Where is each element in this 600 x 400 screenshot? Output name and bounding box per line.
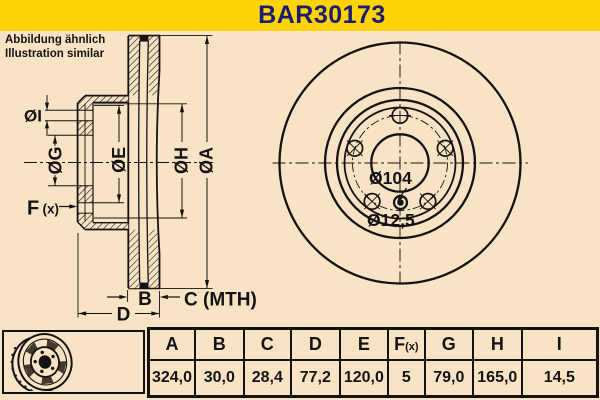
header-h: H	[472, 327, 523, 361]
bolt-circle-dia-label: Ø104	[369, 168, 412, 188]
part-number-title: BAR30173	[258, 1, 386, 29]
cross-section-view: ØI ØG ØE ØH ØA F (x) B C (MTH) D	[24, 34, 257, 326]
spec-table: A B C D E F(x) G H I 324,0 30,0 28,4 77,…	[147, 327, 599, 398]
dim-label-i: ØI	[24, 107, 42, 126]
dim-label-c: C (MTH)	[184, 290, 257, 311]
header-a: A	[147, 327, 197, 361]
dim-label-f: F	[27, 198, 39, 220]
value-g: 79,0	[423, 359, 475, 398]
friction-plates-hatch	[128, 36, 159, 289]
value-e: 120,0	[338, 359, 390, 398]
wheel-bolt-holes	[346, 106, 454, 211]
similarity-note-de: Abbildung ähnlich	[5, 34, 106, 46]
dimension-arrowheads	[44, 35, 210, 316]
dim-label-h: ØH	[172, 147, 192, 174]
front-view: Ø104 Ø12,5	[272, 41, 528, 287]
title-banner: BAR30173	[0, 0, 600, 31]
dim-label-e: ØE	[109, 147, 129, 173]
similarity-note: Abbildung ähnlich Illustration similar	[5, 34, 105, 61]
dim-label-f-sub: (x)	[43, 202, 60, 217]
brake-disc-icon	[10, 333, 73, 394]
value-h: 165,0	[472, 359, 523, 398]
header-i: I	[520, 327, 599, 361]
header-e: E	[338, 327, 390, 361]
value-d: 77,2	[290, 359, 341, 398]
dim-label-g: ØG	[46, 146, 66, 174]
header-b: B	[194, 327, 245, 361]
dim-label-b: B	[138, 289, 152, 310]
product-icon-box	[2, 330, 145, 394]
header-f-main: F	[394, 334, 406, 354]
header-f-sub: (x)	[405, 341, 419, 353]
header-f: F(x)	[387, 327, 426, 361]
value-c: 28,4	[242, 359, 293, 398]
value-i: 14,5	[520, 359, 599, 398]
bolt-hole-dia-label: Ø12,5	[367, 210, 415, 230]
dim-label-d: D	[117, 305, 131, 326]
header-c: C	[242, 327, 293, 361]
similarity-note-en: Illustration similar	[5, 47, 105, 60]
value-f: 5	[387, 359, 426, 398]
header-d: D	[290, 327, 341, 361]
value-b: 30,0	[194, 359, 245, 398]
header-g: G	[423, 327, 475, 361]
dim-label-a: ØA	[197, 147, 217, 174]
spec-table-value-row: 324,0 30,0 28,4 77,2 120,0 5 79,0 165,0 …	[147, 359, 599, 398]
spec-table-header-row: A B C D E F(x) G H I	[147, 327, 599, 361]
value-a: 324,0	[147, 359, 197, 398]
hat-hatch	[77, 95, 129, 230]
